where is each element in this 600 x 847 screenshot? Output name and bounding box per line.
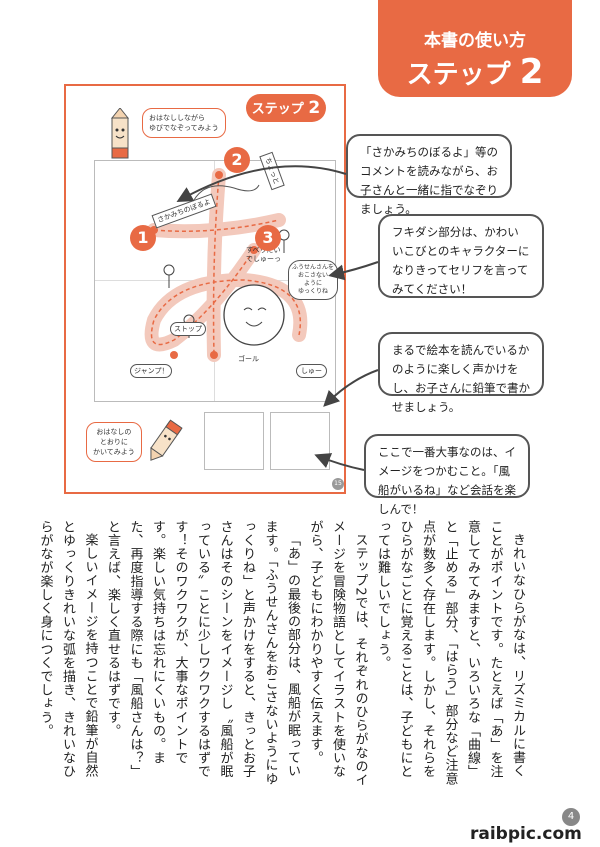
hiragana-a-illustration [144, 168, 308, 362]
worksheet-step-tab: ステップ 2 [246, 94, 326, 122]
label-jump: ジャンプ！ [130, 364, 173, 378]
writing-box-1 [204, 412, 264, 470]
callout-voice: まるで絵本を読んでいるかのように楽しく声かけをし、お子さんに鉛筆で書かせましょう… [378, 332, 544, 414]
header-step-word: ステップ [406, 60, 511, 90]
marker-1: 1 [130, 225, 156, 251]
watermark: raibpic.com [470, 824, 582, 844]
trace-hint-bubble: おはなししながら ゆびでなぞってみよう [142, 108, 226, 138]
body-paragraph-1: きれいなひらがなは、リズミカルに書くことがポイントです。たとえば「あ」を注意して… [375, 520, 525, 786]
marker-2: 2 [224, 147, 250, 173]
header-step: ステップ 2 [378, 52, 572, 92]
header-step-number: 2 [519, 52, 544, 92]
worksheet-page-number: 15 [332, 478, 344, 490]
worksheet-step-number: 2 [308, 98, 321, 118]
callout-trace: 「さかみちのぼるよ」等のコメントを読みながら、お子さんと一緒に指でなぞりましょう… [346, 134, 512, 216]
writing-box-2 [270, 412, 330, 470]
pencil-character-icon [110, 108, 130, 159]
body-text-vertical: きれいなひらがなは、リズミカルに書くことがポイントです。たとえば「あ」を注意して… [38, 520, 528, 790]
body-paragraph-4: 楽しいイメージを持つことで鉛筆が自然とゆっくりきれいな弧を描き、きれいなひらがな… [37, 520, 98, 779]
label-shuu: しゅー [296, 364, 327, 378]
label-stop: ストップ [170, 322, 206, 336]
marker-3: 3 [255, 225, 281, 251]
header-title: 本書の使い方 [424, 31, 526, 51]
page-number: 4 [562, 808, 580, 826]
header-tab: 本書の使い方 ステップ 2 [378, 0, 572, 97]
pencil-character-writing-icon [150, 419, 183, 461]
worksheet-step-word: ステップ [251, 102, 304, 117]
label-goal: ゴール [238, 355, 259, 363]
body-paragraph-2: ステップ2では、それぞれのひらがなのイメージを冒険物語としてイラストを使いながら… [307, 520, 368, 787]
callout-speech: フキダシ部分は、かわいいこびとのキャラクターになりきってセリフを言ってみてくださ… [378, 214, 544, 298]
body-paragraph-3: 「あ」の最後の部分は、風船が眠っています。「ふうせんさんをおこさないようにゆっく… [105, 520, 300, 786]
callout-image: ここで一番大事なのは、イメージをつかむこと。「風船がいるね」など会話を楽しんで！ [364, 434, 530, 516]
write-hint-bubble: おはなしの とおりに かいてみよう [86, 422, 142, 462]
